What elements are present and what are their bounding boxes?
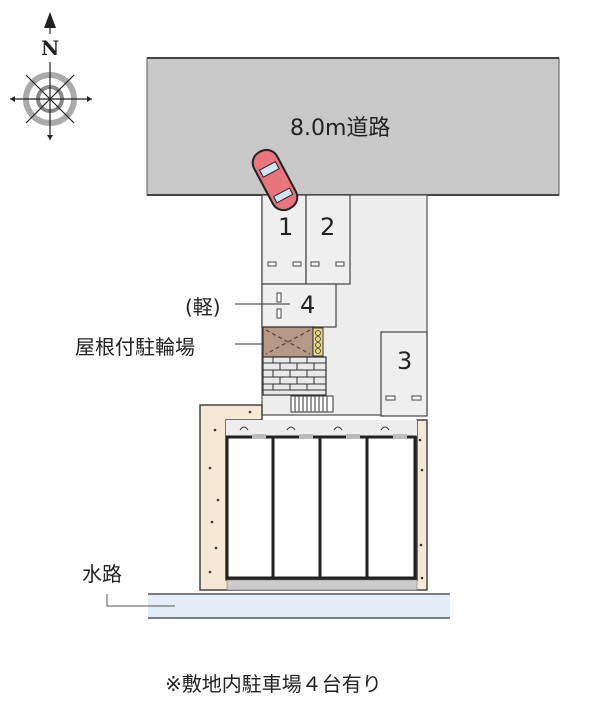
car-icon (251, 148, 299, 212)
waterway (148, 594, 450, 618)
spot-number-4: 4 (300, 291, 316, 319)
compass-rose-icon (10, 12, 92, 140)
spot-number-3: 3 (397, 347, 413, 375)
spot-number-2: 2 (320, 213, 336, 241)
spot-number-1: 1 (278, 213, 294, 241)
waterway-label: 水路 (82, 562, 122, 586)
compass-north-label: N (41, 36, 60, 60)
parking-spot-3 (380, 331, 428, 417)
footnote: ※敷地内駐車場４台有り (165, 672, 382, 696)
kei-car-label: (軽) (185, 295, 221, 319)
road (146, 57, 560, 196)
apartment-units (225, 435, 417, 580)
road-label: 8.0m道路 (290, 116, 391, 141)
bicycle-parking (262, 326, 314, 358)
bicycle-parking-label: 屋根付駐輪場 (75, 335, 195, 359)
parking-spot-4 (261, 283, 337, 328)
